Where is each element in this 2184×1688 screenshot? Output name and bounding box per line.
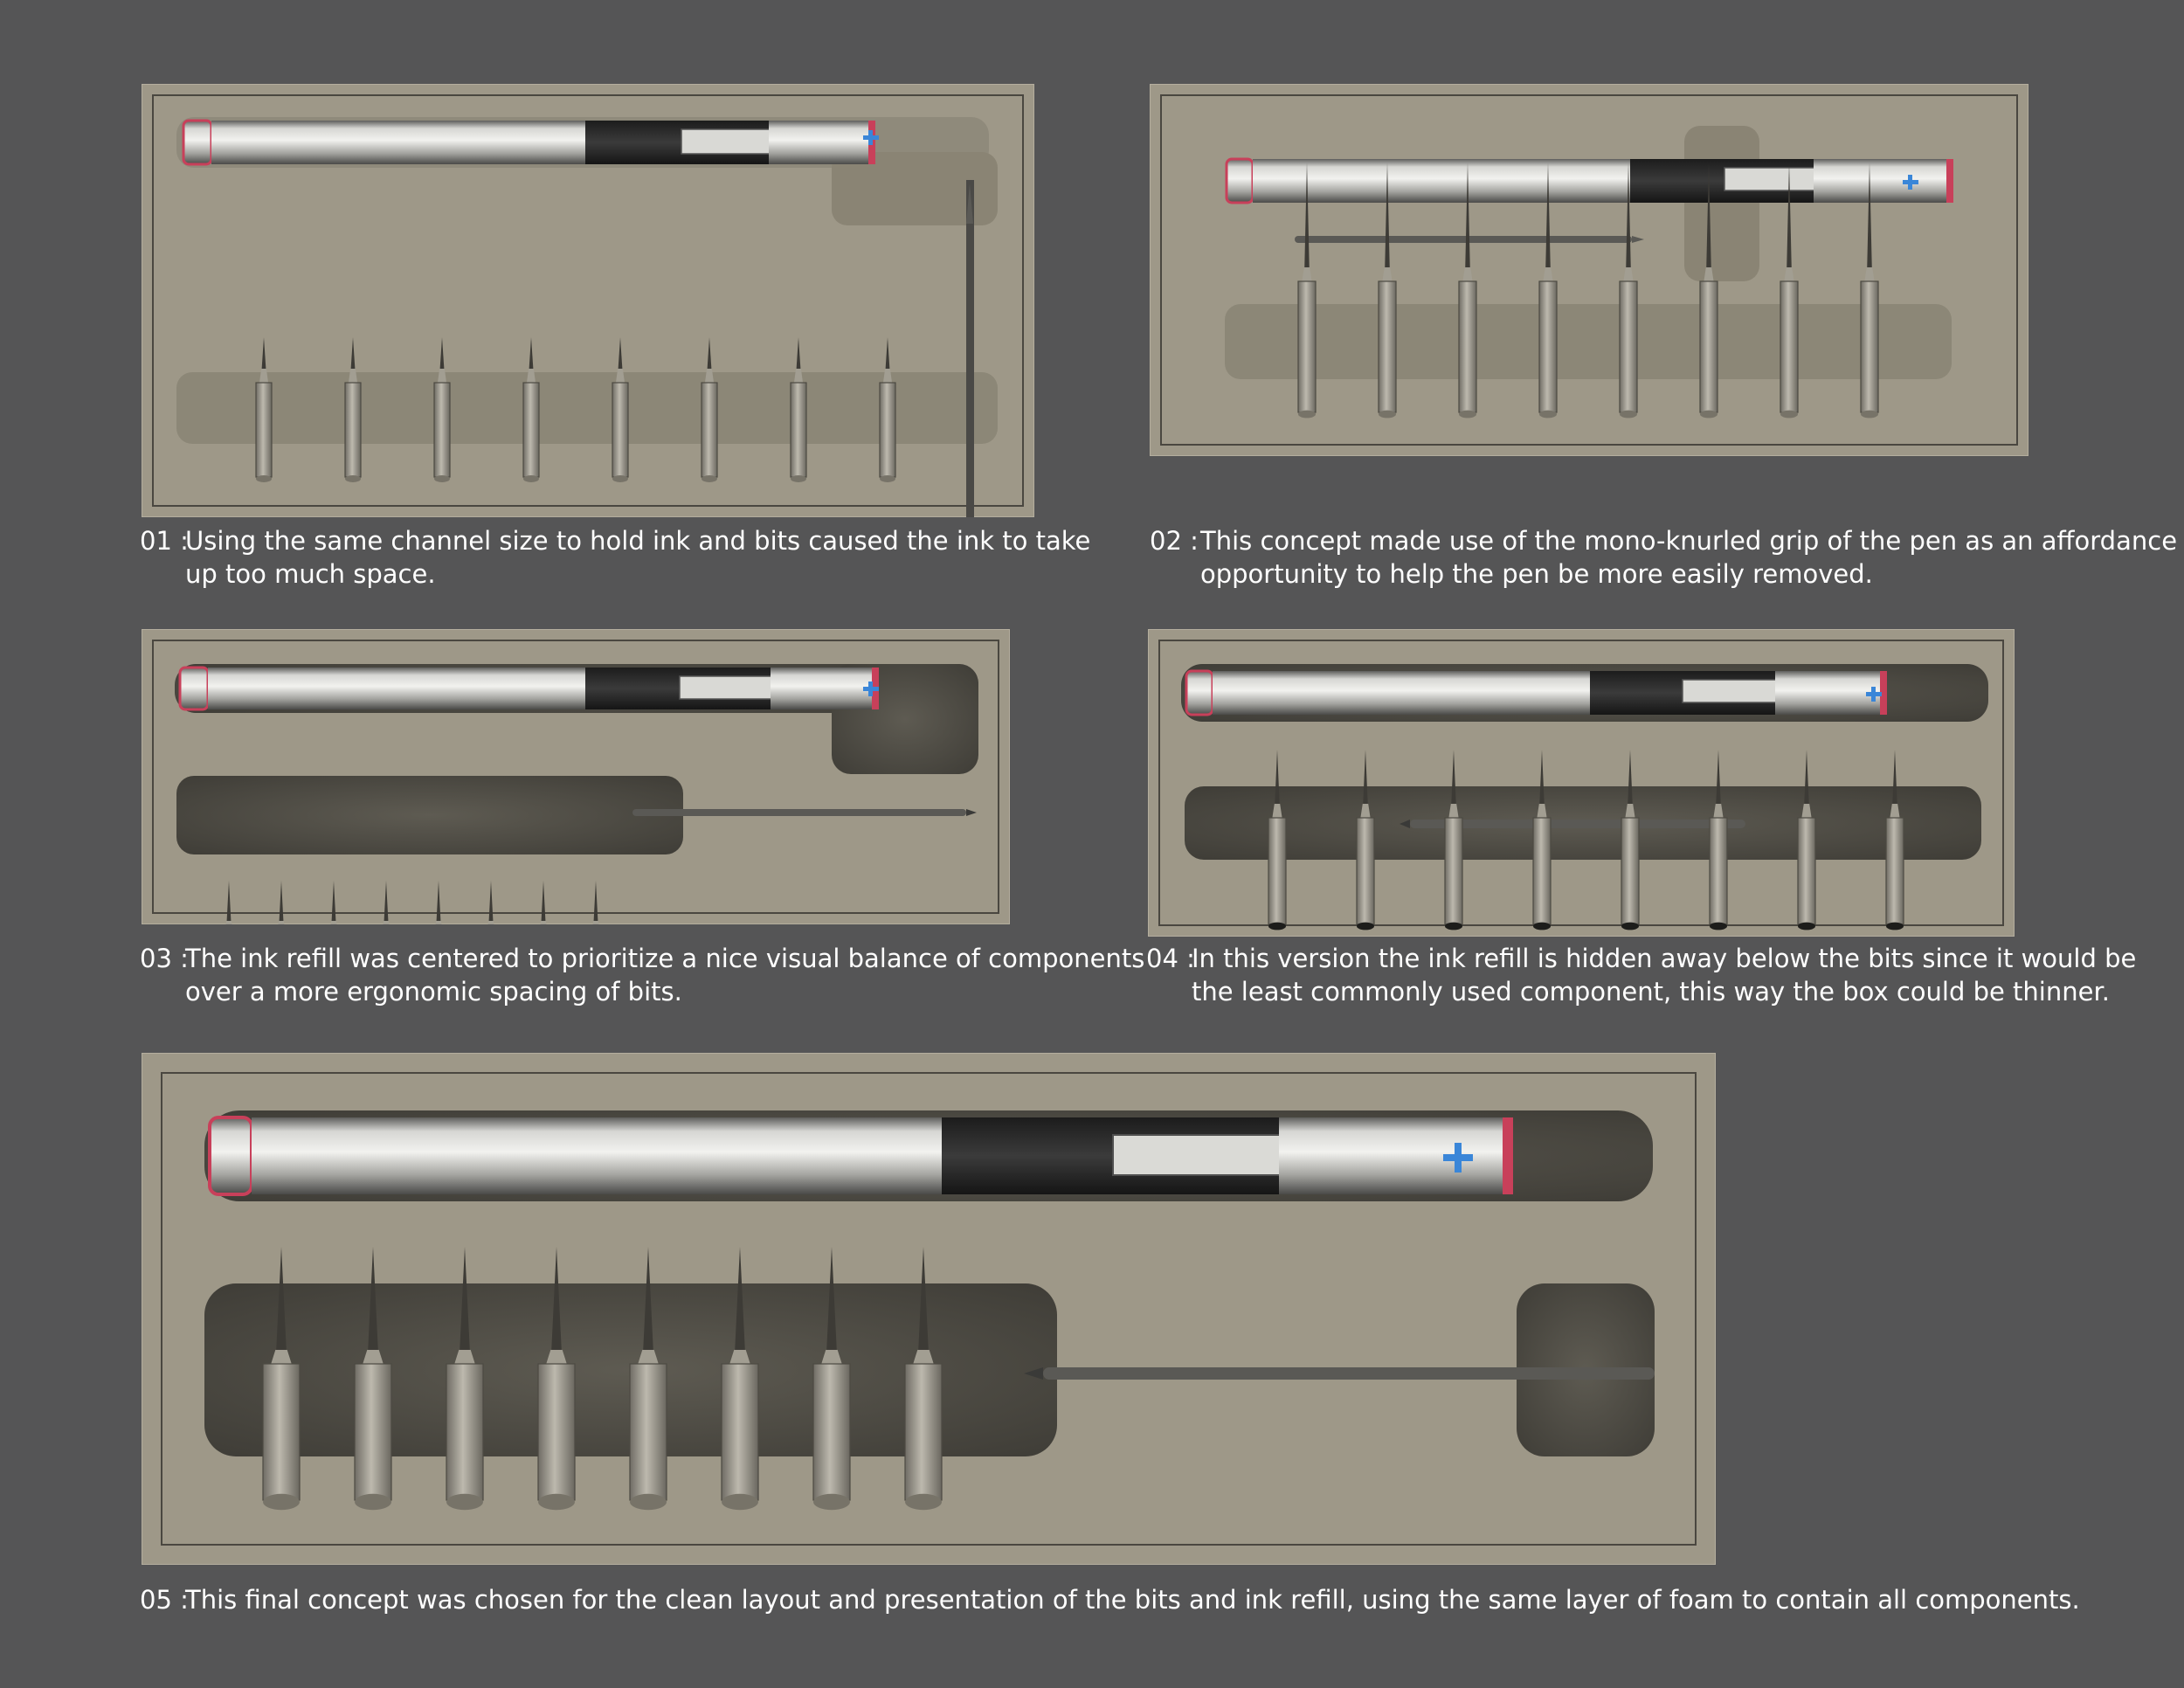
caption-line: This final concept was chosen for the cl… xyxy=(185,1585,2080,1615)
screwdriver-bit xyxy=(1709,750,1728,930)
screwdriver-bit xyxy=(1538,163,1558,419)
screwdriver-bit xyxy=(1621,750,1640,930)
pen xyxy=(1225,157,1953,204)
bit-channel xyxy=(1225,304,1952,379)
caption-04: 04 : In this version the ink refill is h… xyxy=(1146,942,2136,1008)
bit-row xyxy=(262,1247,943,1511)
foam-insert-border xyxy=(1158,640,2004,926)
bit-row xyxy=(1297,163,1879,419)
screwdriver-bit xyxy=(812,1247,851,1511)
concept-panel-05 xyxy=(142,1053,1716,1565)
screwdriver-bit xyxy=(435,881,442,924)
caption-number: 02 : xyxy=(1150,526,1199,556)
screwdriver-bit xyxy=(904,1247,943,1511)
plus-cross-icon xyxy=(863,130,879,145)
pen xyxy=(208,1116,1513,1196)
ink-refill xyxy=(632,809,977,816)
screwdriver-bit xyxy=(790,337,807,482)
ink-refill xyxy=(1400,820,1745,828)
screwdriver-bit xyxy=(1780,163,1799,419)
plus-cross-icon xyxy=(1443,1143,1473,1173)
screwdriver-bit xyxy=(879,337,896,482)
caption-01: 01 : Using the same channel size to hold… xyxy=(140,524,1090,591)
screwdriver-bit xyxy=(1619,163,1638,419)
screwdriver-bit xyxy=(721,1247,759,1511)
screwdriver-bit xyxy=(1444,750,1463,930)
screwdriver-bit xyxy=(383,881,390,924)
screwdriver-bit xyxy=(1268,750,1287,930)
screwdriver-bit xyxy=(344,337,362,482)
caption-line: Using the same channel size to hold ink … xyxy=(185,526,1091,556)
concept-panel-03 xyxy=(142,629,1010,924)
screwdriver-bit xyxy=(1797,750,1816,930)
bit-row xyxy=(255,337,896,482)
ink-refill xyxy=(1024,1367,1655,1380)
screwdriver-bit xyxy=(446,1247,484,1511)
caption-line: The ink refill was centered to prioritiz… xyxy=(185,944,1145,973)
caption-number: 01 : xyxy=(140,526,189,556)
bit-row xyxy=(225,881,599,924)
screwdriver-bit xyxy=(629,1247,667,1511)
screwdriver-bit xyxy=(330,881,337,924)
pen xyxy=(178,666,879,711)
caption-05: 05 : This final concept was chosen for t… xyxy=(140,1583,2080,1616)
pen xyxy=(182,119,879,166)
caption-line: This concept made use of the mono-knurle… xyxy=(1200,526,2178,556)
caption-line: the least commonly used component, this … xyxy=(1192,977,2110,1007)
screwdriver-bit xyxy=(1458,163,1477,419)
screwdriver-bit xyxy=(487,881,494,924)
concept-05-layout xyxy=(204,1110,1655,1511)
screwdriver-bit xyxy=(225,881,232,924)
bit-channel xyxy=(176,372,998,444)
screwdriver-bit xyxy=(1885,750,1904,930)
screwdriver-bit xyxy=(433,337,451,482)
screwdriver-bit xyxy=(701,337,718,482)
foam-insert-border xyxy=(152,94,1024,507)
screwdriver-bit xyxy=(1356,750,1375,930)
ink-refill xyxy=(966,180,974,517)
screwdriver-bit xyxy=(262,1247,301,1511)
finger-notch xyxy=(1684,126,1759,281)
screwdriver-bit xyxy=(1378,163,1397,419)
screwdriver-bit xyxy=(278,881,285,924)
screwdriver-bit xyxy=(1297,163,1317,419)
screwdriver-bit xyxy=(255,337,273,482)
screwdriver-bit xyxy=(354,1247,392,1511)
screwdriver-bit xyxy=(1860,163,1879,419)
caption-line: over a more ergonomic spacing of bits. xyxy=(185,977,682,1007)
caption-line: opportunity to help the pen be more easi… xyxy=(1200,559,1873,589)
concept-03-layout xyxy=(175,664,978,924)
plus-cross-icon xyxy=(1903,175,1918,190)
caption-line: In this version the ink refill is hidden… xyxy=(1192,944,2137,973)
screwdriver-bit xyxy=(612,337,629,482)
screwdriver-bit xyxy=(1532,750,1552,930)
concept-panel-04 xyxy=(1148,629,2015,937)
concept-04-layout xyxy=(1181,664,1988,930)
finger-notch xyxy=(832,152,998,225)
caption-number: 03 : xyxy=(140,944,189,973)
concept-02-layout xyxy=(1225,126,1953,419)
caption-number: 05 : xyxy=(140,1585,189,1615)
pen xyxy=(1185,669,1887,716)
plus-cross-icon xyxy=(1866,687,1882,702)
concept-panel-01 xyxy=(142,84,1034,517)
screwdriver-bit xyxy=(540,881,547,924)
foam-insert-border xyxy=(161,1072,1697,1546)
concept-01-layout xyxy=(176,117,998,517)
screwdriver-bit xyxy=(522,337,540,482)
screwdriver-bit xyxy=(537,1247,576,1511)
caption-line: up too much space. xyxy=(185,559,436,589)
foam-insert-border xyxy=(152,640,999,914)
concept-panel-02 xyxy=(1150,84,2028,456)
foam-insert-border xyxy=(1160,94,2018,446)
bit-channel xyxy=(176,776,683,854)
caption-02: 02 : This concept made use of the mono-k… xyxy=(1150,524,2177,591)
bit-row xyxy=(1268,750,1904,930)
plus-cross-icon xyxy=(863,681,879,696)
caption-03: 03 : The ink refill was centered to prio… xyxy=(140,942,1144,1008)
screwdriver-bit xyxy=(592,881,599,924)
screwdriver-bit xyxy=(1699,163,1718,419)
caption-number: 04 : xyxy=(1146,944,1195,973)
